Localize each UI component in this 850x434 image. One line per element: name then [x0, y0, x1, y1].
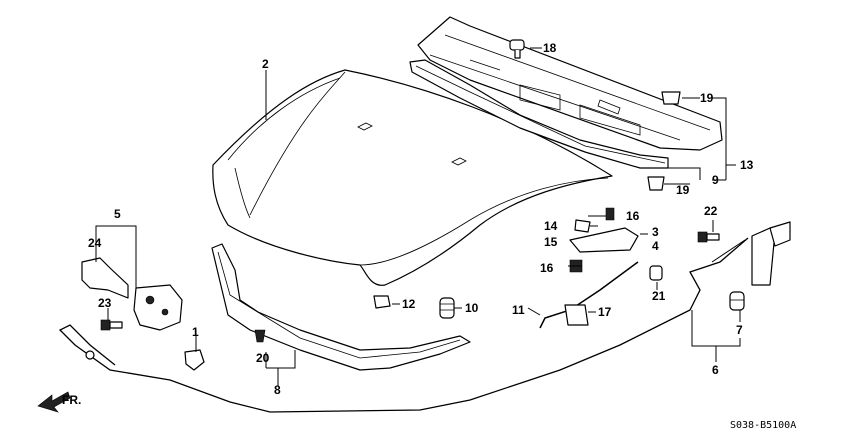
release-cable-part — [58, 237, 749, 413]
hood-hinge-part — [569, 207, 639, 253]
rod-holder-part — [564, 304, 589, 326]
nut-12-part — [373, 295, 391, 309]
release-handle-part — [751, 221, 791, 286]
front-direction-arrow — [37, 391, 71, 413]
hood-front-seal-part — [211, 243, 471, 371]
clip-19-lower-part — [647, 176, 665, 191]
callout-5: 5 — [114, 207, 121, 221]
callout-19-lower: 19 — [676, 183, 690, 197]
callout-2: 2 — [262, 57, 269, 71]
clip-18-part — [509, 39, 525, 59]
bumper-10-part — [439, 297, 455, 319]
cowl-top-part — [417, 16, 723, 151]
callout-7: 7 — [736, 323, 743, 337]
callout-21: 21 — [652, 289, 666, 303]
callout-16-upper: 16 — [626, 209, 640, 223]
callout-6: 6 — [712, 363, 719, 377]
front-label: FR. — [62, 393, 81, 407]
callout-3: 3 — [652, 225, 659, 239]
cowl-seal-part — [409, 59, 669, 169]
callout-8: 8 — [274, 383, 281, 397]
clip-1-part — [184, 349, 205, 371]
grommet-21-part — [649, 265, 663, 281]
clip-20-part — [254, 329, 266, 343]
diagram-code: S038-B5100A — [730, 420, 796, 431]
bolt-22-part — [697, 231, 720, 243]
callout-10: 10 — [465, 301, 479, 315]
bolt-23-part — [100, 319, 123, 331]
hood-latch-part — [81, 257, 183, 331]
callout-18: 18 — [543, 41, 557, 55]
callout-22: 22 — [704, 204, 718, 218]
callout-12: 12 — [402, 297, 416, 311]
callout-4: 4 — [652, 239, 659, 253]
callout-16-lower: 16 — [540, 261, 554, 275]
clip-19-upper-part — [661, 91, 681, 105]
callout-20: 20 — [256, 351, 270, 365]
callout-15: 15 — [544, 235, 558, 249]
support-rod-part — [539, 261, 639, 329]
callout-14: 14 — [544, 219, 558, 233]
callout-1: 1 — [192, 325, 199, 339]
callout-9: 9 — [712, 173, 719, 187]
callout-11: 11 — [512, 303, 525, 317]
callout-24: 24 — [88, 236, 102, 250]
callout-13: 13 — [740, 158, 754, 172]
callout-17: 17 — [598, 305, 612, 319]
grommet-7-part — [729, 291, 745, 311]
callout-labels: 2 18 19 13 9 19 5 24 23 1 20 8 12 10 14 … — [88, 41, 754, 397]
leader-lines — [95, 47, 741, 386]
callout-23: 23 — [98, 296, 112, 310]
callout-19-upper: 19 — [700, 91, 714, 105]
